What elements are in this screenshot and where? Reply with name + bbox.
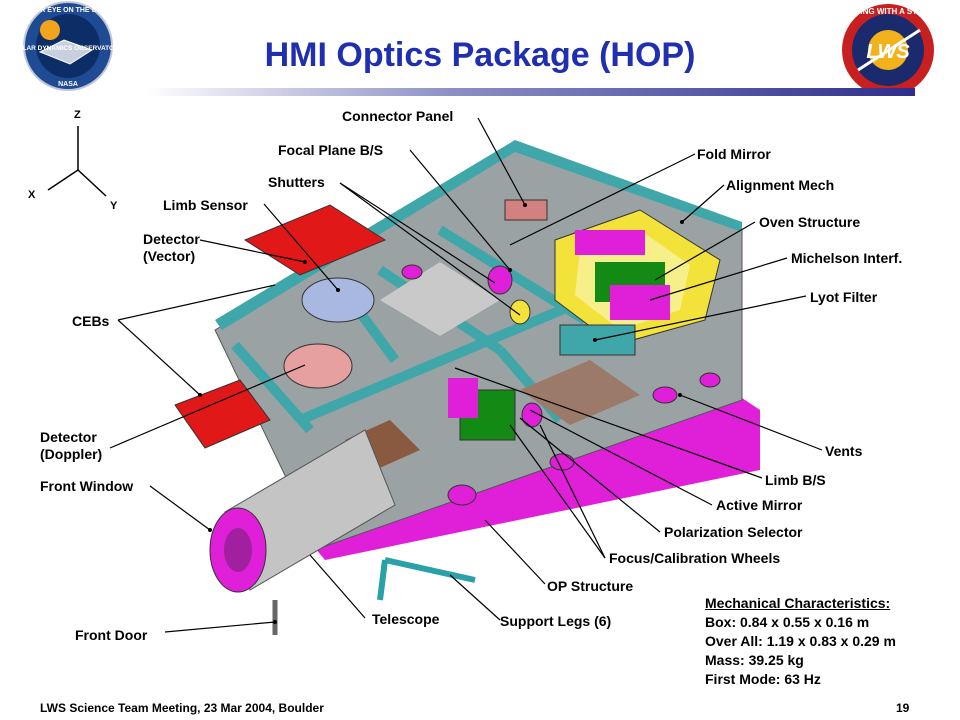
axis-label-y: Y	[110, 200, 118, 212]
label-oven-structure: Oven Structure	[759, 214, 861, 230]
label-detector-vector-line2: (Vector)	[143, 248, 196, 264]
footer-page-number: 19	[896, 701, 910, 715]
label-lyot-filter: Lyot Filter	[810, 289, 878, 305]
axis-label-x: X	[28, 189, 36, 201]
sdo-logo-text: SOLAR DYNAMICS OBSERVATORY	[13, 45, 123, 52]
label-detector-doppler-line1: Detector	[40, 429, 97, 445]
label-alignment-mech: Alignment Mech	[726, 177, 835, 193]
label-michelson-interf: Michelson Interf.	[791, 250, 903, 266]
label-front-window: Front Window	[40, 478, 134, 494]
mechanical-mass: Mass: 39.25 kg	[705, 652, 804, 668]
label-focus-calibration-wheels: Focus/Calibration Wheels	[609, 550, 781, 566]
optics-bench	[174, 140, 760, 635]
label-polarization-selector: Polarization Selector	[664, 524, 803, 540]
label-detector-doppler-line2: (Doppler)	[40, 446, 103, 462]
mechanical-characteristics: Mechanical Characteristics: Box: 0.84 x …	[705, 594, 896, 689]
slide-title: HMI Optics Package (HOP)	[264, 36, 696, 74]
label-cebs: CEBs	[72, 313, 110, 329]
label-detector-doppler: Detector (Doppler)	[40, 429, 102, 463]
label-fold-mirror: Fold Mirror	[697, 146, 771, 162]
mechanical-first-mode: First Mode: 63 Hz	[705, 671, 821, 687]
axis-triad	[47, 126, 107, 197]
footer-meeting: LWS Science Team Meeting, 23 Mar 2004, B…	[40, 701, 324, 715]
sdo-logo: OUR EYE ON THE SUN NASA	[23, 1, 113, 91]
leader-arrowheads	[198, 203, 684, 624]
svg-text:LWS: LWS	[866, 41, 910, 63]
svg-text:NASA: NASA	[58, 81, 78, 88]
lws-logo: LIVING WITH A STAR LWS	[842, 4, 934, 96]
label-telescope: Telescope	[372, 611, 440, 627]
label-limb-bs: Limb B/S	[765, 472, 826, 488]
svg-text:LIVING WITH A STAR: LIVING WITH A STAR	[848, 7, 928, 16]
axis-label-z: Z	[74, 109, 81, 121]
mechanical-heading: Mechanical Characteristics:	[705, 595, 891, 611]
mechanical-box: Box: 0.84 x 0.55 x 0.16 m	[705, 614, 870, 630]
leader-lines	[109, 117, 823, 633]
label-front-door: Front Door	[75, 627, 148, 643]
label-vents: Vents	[825, 443, 863, 459]
label-shutters: Shutters	[268, 174, 325, 190]
label-focal-plane-bs: Focal Plane B/S	[278, 142, 384, 158]
mechanical-overall: Over All: 1.19 x 0.83 x 0.29 m	[705, 633, 896, 649]
label-limb-sensor: Limb Sensor	[163, 197, 248, 213]
label-active-mirror: Active Mirror	[716, 497, 803, 513]
label-connector-panel: Connector Panel	[342, 108, 454, 124]
label-detector-vector-line1: Detector	[143, 231, 200, 247]
label-detector-vector: Detector (Vector)	[143, 231, 200, 265]
label-support-legs: Support Legs (6)	[500, 613, 612, 629]
svg-text:OUR EYE ON THE SUN: OUR EYE ON THE SUN	[30, 7, 107, 14]
label-op-structure: OP Structure	[547, 578, 634, 594]
title-underline-bar	[145, 88, 915, 96]
